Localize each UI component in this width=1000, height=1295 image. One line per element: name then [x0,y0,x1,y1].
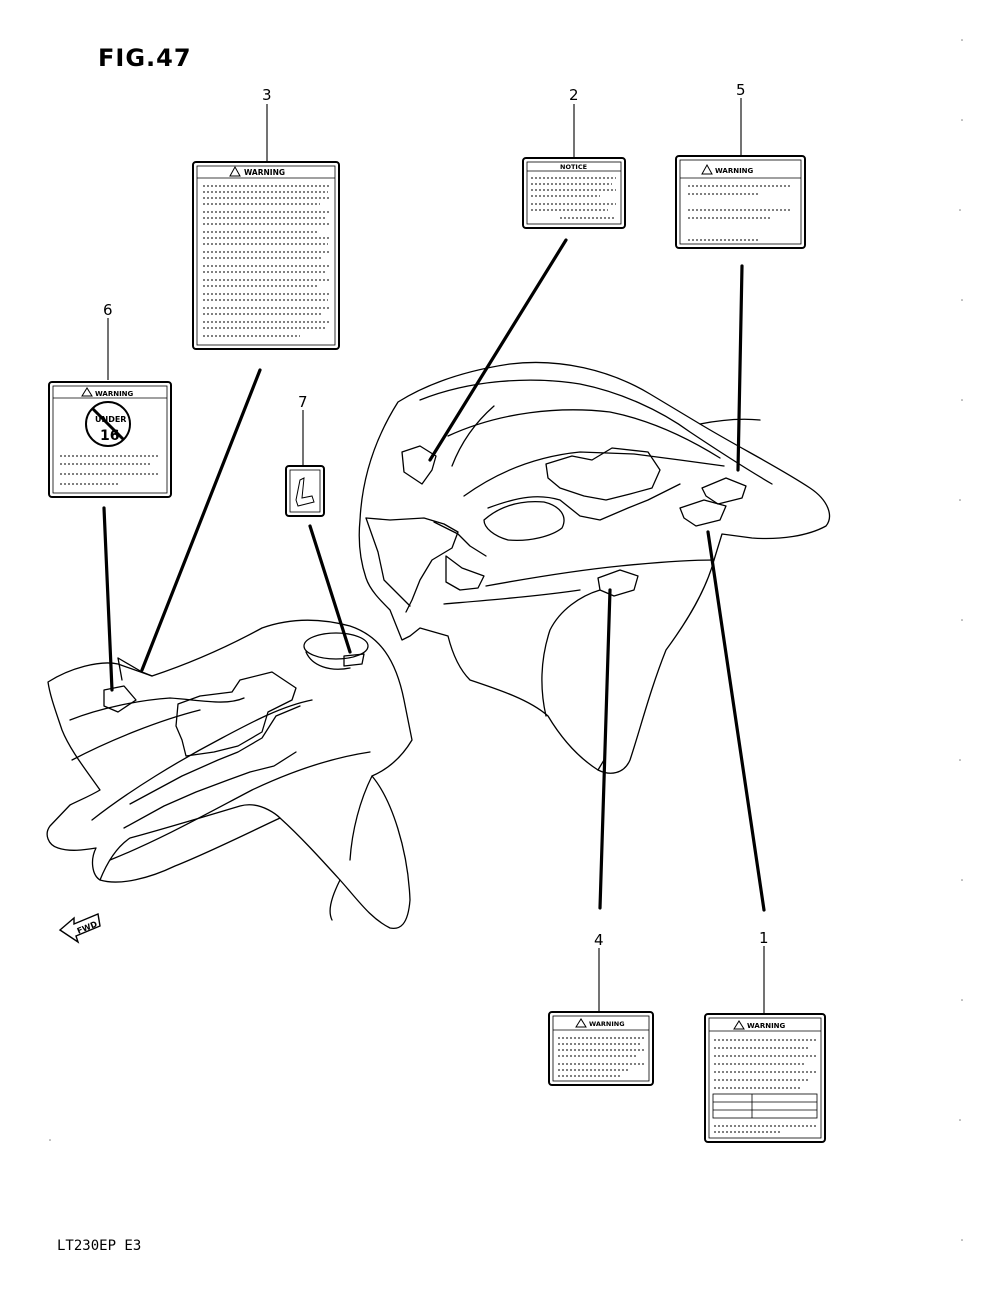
callout-number-5: 5 [736,81,746,99]
callout-stems [107,98,765,1014]
label-1-table [712,1093,818,1119]
callout-number-3: 3 [262,86,272,104]
leader-line-3 [140,368,262,672]
shift-lever-icon [295,477,315,507]
warning-triangle-icon [81,387,93,397]
label-1-heading: WARNING [747,1022,786,1030]
label-4-heading: WARNING [589,1020,625,1028]
leader-line-6 [102,506,114,692]
under-text: UNDER [95,415,126,424]
rear-fender [358,361,831,774]
label-7-shift-decal [285,465,325,517]
leader-line-2 [428,238,568,462]
under-16-prohibition-icon: UNDER 16 [85,401,131,447]
callout-number-1: 1 [759,929,769,947]
callout-number-6: 6 [103,301,113,319]
label-2-heading: NOTICE [560,163,587,171]
callout-number-2: 2 [569,86,579,104]
leader-line-7 [308,524,352,654]
label-3-warning-decal: WARNING [192,161,340,350]
label-2-notice-decal: NOTICE [522,157,626,229]
leader-line-4 [598,588,612,910]
label-5-heading: WARNING [715,167,754,175]
warning-triangle-icon [733,1020,745,1030]
scan-edge-specks [49,39,963,1241]
warning-triangle-icon [701,163,713,175]
age-text: 16 [100,428,119,444]
figure-title: FIG.47 [98,44,192,72]
leader-line-1 [706,530,766,912]
label-3-heading: WARNING [244,168,285,177]
fwd-direction-arrow-icon: FWD [58,913,101,944]
callout-number-4: 4 [594,931,604,949]
label-4-warning-decal: WARNING [548,1011,654,1086]
leader-line-5 [736,264,744,472]
warning-triangle-icon [229,165,241,177]
front-fender [46,619,413,930]
label-5-warning-decal: WARNING [675,155,806,249]
model-code-footer: LT230EP E3 [57,1238,142,1254]
label-6-heading: WARNING [95,390,134,398]
label-1-warning-decal: WARNING [704,1013,826,1143]
leader-lines [102,238,766,912]
callout-number-7: 7 [298,393,308,411]
label-6-warning-decal: WARNING UNDER 16 [48,381,172,498]
warning-triangle-icon [575,1018,587,1028]
